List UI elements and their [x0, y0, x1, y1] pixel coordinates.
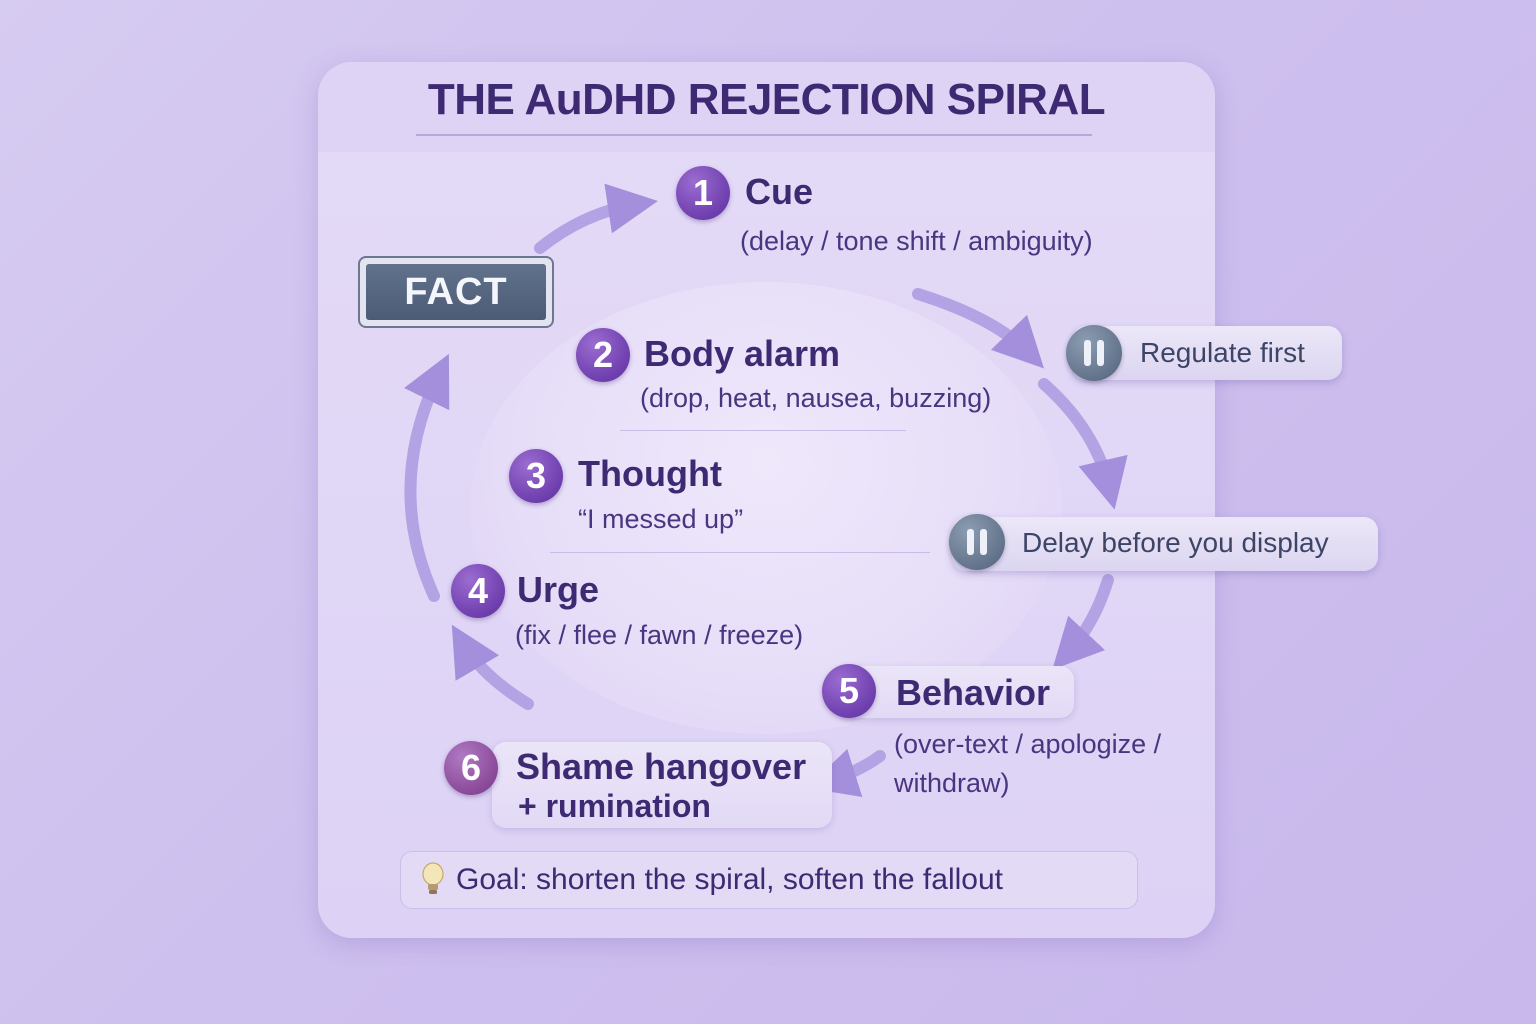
- delay-display-label: Delay before you display: [1022, 527, 1329, 558]
- goal-text: Goal: shorten the spiral, soften the fal…: [456, 863, 1003, 896]
- step-4-detail: (fix / flee / fawn / freeze): [515, 620, 804, 650]
- step-4-title: Urge: [517, 569, 600, 610]
- fact-badge: FACT: [358, 256, 554, 328]
- lightbulb-icon: [422, 862, 444, 894]
- inner-cycle-ellipse: [470, 282, 1062, 734]
- arrow-delay-to-behavior: [1052, 574, 1114, 670]
- arrow-fact-to-cue: [534, 183, 658, 254]
- step-2-detail: (drop, heat, nausea, buzzing): [640, 383, 992, 413]
- regulate-first-label: Regulate first: [1140, 337, 1305, 368]
- step-3-detail: “I messed up”: [578, 504, 744, 534]
- pause-icon: [949, 514, 1005, 570]
- fact-label: FACT: [366, 264, 546, 320]
- separator: [550, 552, 930, 553]
- arrow-behavior-to-shame: [806, 748, 886, 798]
- step-4-badge: 4: [451, 564, 505, 618]
- step-5-title: Behavior: [896, 672, 1051, 713]
- title-wrap: THE AuDHD REJECTION SPIRAL: [318, 70, 1215, 130]
- step-5-detail: (over-text / apologize /: [894, 729, 1162, 759]
- goal-box: [400, 851, 1138, 909]
- card-header: [318, 62, 1215, 152]
- step-5-detail-2: withdraw): [894, 768, 1010, 798]
- step-3-title: Thought: [578, 453, 722, 494]
- arrow-cue-to-regulate: [912, 288, 1045, 369]
- title-divider: [416, 134, 1092, 136]
- arrow-regulate-to-delay: [1038, 378, 1128, 510]
- pause-icon: [1066, 325, 1122, 381]
- step-1-badge: 1: [676, 166, 730, 220]
- step-6-detail: + rumination: [518, 788, 711, 824]
- step-2-title: Body alarm: [644, 333, 841, 374]
- step-1-title: Cue: [745, 171, 814, 212]
- diagram-title: THE AuDHD REJECTION SPIRAL: [427, 75, 1106, 124]
- step-3-badge: 3: [509, 449, 563, 503]
- arrow-shame-to-urge: [451, 624, 534, 710]
- delay-display-pill: [952, 517, 1378, 571]
- step-6-title: Shame hangover: [516, 746, 807, 787]
- step-5-box: [840, 666, 1074, 718]
- arrow-urge-to-fact: [404, 353, 450, 602]
- step-1-detail: (delay / tone shift / ambiguity): [740, 226, 1093, 256]
- step-6-badge: 6: [444, 741, 498, 795]
- step-5-badge: 5: [822, 664, 876, 718]
- separator: [620, 430, 906, 431]
- step-2-badge: 2: [576, 328, 630, 382]
- step-6-box: [492, 742, 832, 828]
